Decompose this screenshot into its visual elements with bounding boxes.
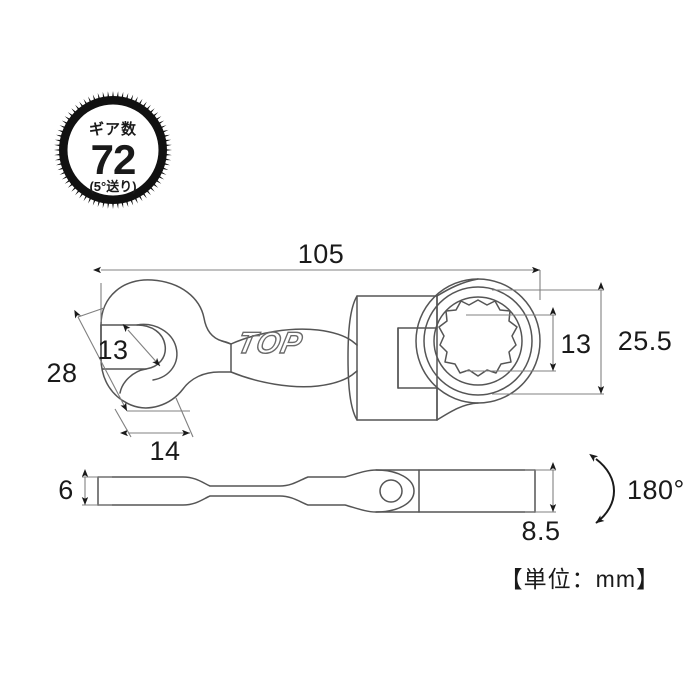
- dimension-overall-length: 105: [297, 239, 345, 269]
- brand-logo-top: TOP: [234, 326, 307, 360]
- dimension-flex-angle: 180°: [627, 475, 685, 505]
- gear-count-badge-graphic: [54, 91, 172, 209]
- dimension-jaw-opening: 13: [97, 335, 129, 365]
- badge-sub-label: (5°送り): [89, 179, 137, 194]
- wrench-side-view-graphic: [97, 469, 536, 513]
- badge-top-label: ギア数: [88, 121, 138, 138]
- wrench-top-view-graphic: [100, 278, 541, 421]
- dimension-jaw-head-width: 28: [46, 358, 78, 388]
- dimension-jaw-depth: 14: [149, 436, 181, 466]
- dimension-socket-size: 13: [560, 329, 592, 359]
- side-view-dimensions: [81, 462, 557, 513]
- dimension-ring-head-width: 25.5: [617, 326, 673, 356]
- flex-angle-arc: [589, 453, 615, 524]
- dimension-head-thickness: 8.5: [521, 516, 561, 546]
- badge-value: 72: [90, 136, 137, 183]
- top-view-dimensions: [74, 266, 605, 438]
- dimension-handle-thickness: 6: [58, 475, 74, 505]
- unit-note: 【単位：mm】: [499, 566, 660, 592]
